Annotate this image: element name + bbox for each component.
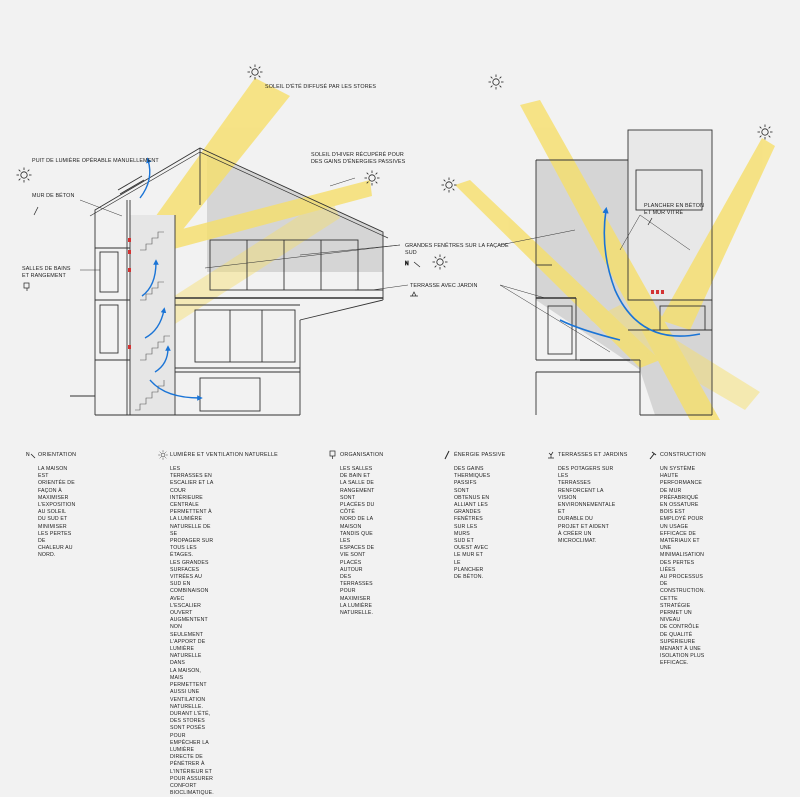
winter-sun-icon (364, 170, 380, 186)
bathroom-storage-icon (23, 282, 30, 291)
legend-construction-title: CONSTRUCTION (660, 452, 706, 458)
sun-icon-right-3 (757, 124, 773, 140)
skylight-sun-icon (16, 167, 32, 183)
label-bathrooms-2: ET RANGEMENT (22, 273, 67, 279)
hammer-icon (649, 451, 657, 460)
stairs (135, 231, 170, 411)
legend-construction-body: UN SYSTÈME HAUTE PERFORMANCE DE MUR PRÉF… (660, 466, 706, 667)
wall-energy-icon (33, 206, 39, 216)
legend-organisation-body: LES SALLES DE BAIN ET LA SALLE DE RANGEM… (340, 466, 375, 617)
label-winter-sun-2: DES GAINS D'ÉNERGIES PASSIVES (311, 158, 406, 165)
plant-icon (548, 451, 554, 459)
legend-light-title: LUMIÈRE ET VENTILATION NATURELLE (170, 452, 278, 458)
legend-terraces-title: TERRASSES ET JARDINS (558, 452, 628, 458)
label-floor-2: ET MUR VITRÉ (644, 209, 683, 216)
sun-icon-right-2 (441, 177, 457, 193)
heat-marks (128, 238, 131, 349)
legend-orientation-body: LA MAISON EST ORIENTÉE DE FAÇON À MAXIMI… (38, 466, 76, 559)
svg-text:N: N (405, 261, 409, 267)
summer-sun-icon (247, 64, 263, 80)
windows-north-icon: N (405, 261, 421, 267)
windows-sun-icon (432, 254, 448, 270)
leader-lines (79, 177, 409, 291)
label-windows-2: SUD (405, 250, 417, 256)
svg-text:N: N (26, 452, 30, 458)
air-flow-arrows (139, 157, 203, 401)
legend-light-body: LES TERRASSES EN ESCALIER ET LA COUR INT… (170, 466, 214, 797)
section-diagram: SOLEIL D'ÉTÉ DIFFUSÉ PAR LES STORES SOLE… (16, 64, 775, 420)
legend-energy-body: DES GAINS THERMIQUES PASSIFS SONT OBTENU… (454, 466, 491, 581)
label-floor-1: PLANCHER EN BÉTON (644, 202, 704, 209)
storage-icon (329, 450, 336, 459)
label-bathrooms-1: SALLES DE BAINS (22, 266, 71, 272)
energy-icon (444, 450, 450, 460)
legend-terraces-body: DES POTAGERS SUR LES TERRASSES RENFORCEN… (558, 466, 616, 545)
north-arrow-icon: N (26, 452, 36, 459)
sun-icon-right-1 (488, 74, 504, 90)
terrace-plant-icon (410, 291, 418, 297)
legend-orientation-title: ORIENTATION (38, 452, 77, 458)
label-concrete-wall: MUR DE BÉTON (32, 192, 74, 199)
label-windows-1: GRANDES FENÊTRES SUR LA FAÇADE (405, 241, 509, 249)
sun-rays (140, 78, 372, 340)
left-section (70, 64, 409, 416)
label-winter-sun-1: SOLEIL D'HIVER RÉCUPÉRÉ POUR (311, 151, 404, 158)
sun-icon (158, 450, 168, 460)
label-terrace-garden: TERRASSE AVEC JARDIN (410, 283, 478, 289)
legend-energy-title: ÉNERGIE PASSIVE (454, 452, 506, 458)
legend-organisation-title: ORGANISATION (340, 452, 384, 458)
label-skylight: PUIT DE LUMIÈRE OPÉRABLE MANUELLEMENT (32, 157, 159, 164)
floor-energy-icon (647, 217, 653, 226)
annotations: SOLEIL D'ÉTÉ DIFFUSÉ PAR LES STORES SOLE… (22, 83, 704, 289)
label-summer-sun: SOLEIL D'ÉTÉ DIFFUSÉ PAR LES STORES (265, 83, 376, 90)
air-flow-arrows-right (559, 206, 701, 341)
right-section (441, 74, 775, 420)
sun-rays-right (455, 100, 775, 420)
